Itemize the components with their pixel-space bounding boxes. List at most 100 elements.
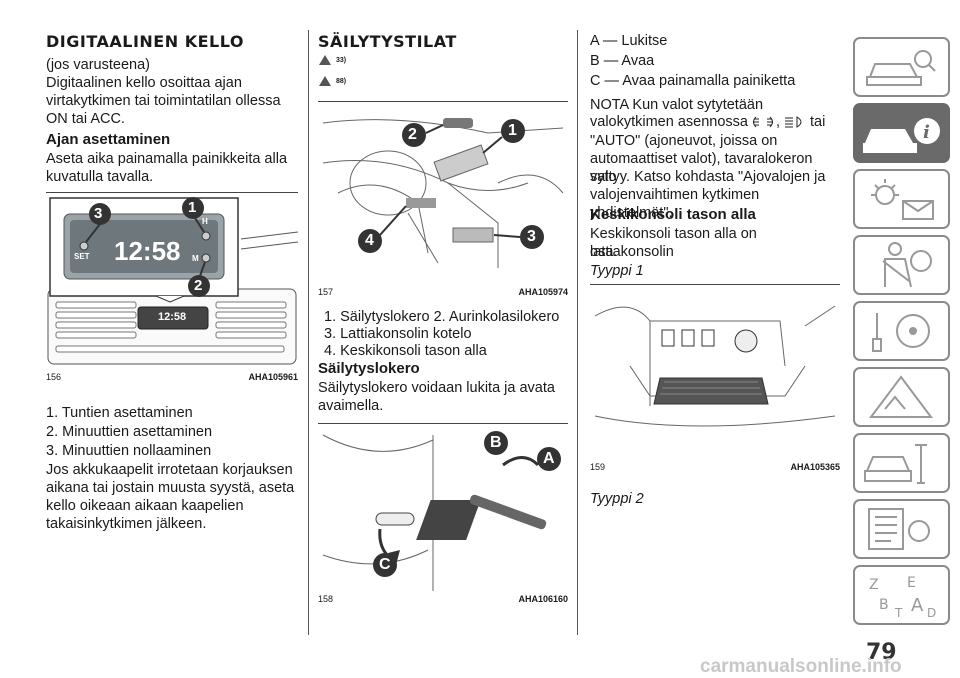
note-text: valokytkimen asennossa (590, 114, 748, 130)
para-line: Säilytyslokero voidaan lukita ja avata (318, 380, 555, 396)
specs-list-icon (868, 508, 930, 550)
warning-triangle-icon (869, 375, 933, 418)
tab-dashboard-lights[interactable] (853, 169, 950, 229)
figure-156: 12:58 12:58 SET H M 3 1 2 156 AHA105961 (46, 192, 298, 382)
car-service-icon (864, 444, 927, 484)
clock-display-small: 12:58 (158, 311, 187, 323)
para-line: avaimella. (318, 398, 384, 414)
para-optional: (jos varusteena) (46, 57, 150, 73)
list-item: 3. Minuuttien nollaaminen (46, 443, 212, 459)
para-line: Jos akkukaapelit irrotetaan korjauksen (46, 462, 293, 478)
svg-text:T: T (894, 606, 903, 620)
warning-ref-number: 33) (336, 56, 347, 64)
figure-caption: 156 AHA105961 (46, 372, 298, 382)
hour-button-label: H (202, 217, 208, 226)
figure-number: 156 (46, 372, 62, 382)
note-line: syttyy. Katso kohdasta "Ajovalojen ja (590, 169, 826, 185)
svg-text:i: i (923, 122, 930, 143)
svg-text:B: B (879, 597, 889, 613)
clock-illustration (47, 197, 298, 365)
warning-ref-2: 88) (318, 75, 346, 87)
callout-1: 1 (508, 122, 517, 139)
set-button-label: SET (74, 252, 90, 261)
tab-seatbelt-airbag[interactable] (853, 235, 950, 295)
type-label: Tyyppi 1 (590, 263, 644, 279)
list-item: 1. Tuntien asettaminen (46, 405, 193, 421)
callout-4: 4 (365, 232, 374, 249)
legend-line: B — Avaa (590, 53, 655, 69)
steering-key-icon (872, 313, 930, 352)
para-line: kello oikeaan aikaan kaapelien (46, 498, 244, 514)
figure-rule-top (318, 423, 568, 424)
tab-steering-key[interactable] (853, 301, 950, 361)
figure-159: 159 AHA105365 (590, 284, 840, 472)
figure-158: B A C 158 AHA106160 (318, 423, 568, 604)
figure-caption: 157 AHA105974 (318, 287, 568, 297)
dashboard-lights-icon (871, 179, 934, 220)
section-title-storage: SÄILYTYSTILAT (318, 32, 457, 51)
car-info-icon: i (863, 118, 940, 153)
para-line: takaisinkytkimen jälkeen. (46, 516, 207, 532)
tab-warning[interactable] (853, 367, 950, 427)
callout-2: 2 (194, 277, 203, 294)
figure-number: 157 (318, 287, 334, 297)
para-line: osa. (590, 244, 618, 260)
note-line: valojenvaihtimen kytkimen yhdistelmät". (590, 187, 760, 221)
para-line: Keskikonsoli tason alla on lattiakonsoli… (590, 226, 757, 260)
heading-set-time: Ajan asettaminen (46, 131, 171, 148)
warning-hand-icon (319, 55, 331, 65)
figure-code: AHA105961 (248, 372, 298, 382)
svg-text:D: D (927, 606, 936, 620)
legend-line: 4. Keskikonsoli tason alla (324, 343, 487, 359)
note-text: tai (810, 114, 826, 130)
type-label: Tyyppi 2 (590, 491, 644, 507)
figure-rule-top (590, 284, 840, 285)
legend-line: 3. Lattiakonsolin kotelo (324, 326, 472, 342)
column-divider (577, 30, 578, 635)
para-line: Aseta aika painamalla painikkeita alla (46, 151, 288, 167)
watermark: carmanualsonline.info (700, 656, 902, 677)
note-line: automaattiset valot), tavaralokeron valo (590, 151, 813, 185)
legend-line: C — Avaa painamalla painiketta (590, 73, 796, 89)
warning-ref-1: 33) (318, 54, 346, 66)
note-line-icons: valokytkimen asennossa , tai (590, 114, 825, 130)
label-a: A (543, 450, 555, 467)
headlight-icon (785, 116, 802, 128)
figure-rule-top (46, 192, 298, 193)
list-item: 2. Minuuttien asettaminen (46, 424, 213, 440)
warning-triangle-icon (319, 76, 331, 86)
note-text: , (775, 114, 781, 130)
page-number: 79 (866, 640, 897, 665)
tab-car-service[interactable] (853, 433, 950, 493)
figure-number: 159 (590, 462, 606, 472)
para-line: kuvatulla tavalla. (46, 169, 154, 185)
callout-1: 1 (188, 199, 197, 216)
note-line: "AUTO" (ajoneuvot, joissa on (590, 133, 778, 149)
figure-code: AHA106160 (518, 594, 568, 604)
para-line: Digitaalinen kello osoittaa ajan (46, 75, 242, 91)
svg-text:Z: Z (869, 577, 879, 593)
svg-text:E: E (907, 575, 916, 591)
figure-caption: 158 AHA106160 (318, 594, 568, 604)
locker-key-illustration (322, 431, 561, 591)
callout-3: 3 (94, 205, 103, 222)
figure-code: AHA105974 (518, 287, 568, 297)
section-title-digital-clock: DIGITAALINEN KELLO (46, 32, 244, 51)
clock-display-large: 12:58 (114, 236, 181, 266)
tab-specs[interactable] (853, 499, 950, 559)
para-line: virtakytkimen tai toimintatilan ollessa (46, 93, 281, 109)
column-divider (308, 30, 309, 635)
tab-car-search[interactable] (853, 37, 950, 97)
storage-illustration (322, 118, 564, 268)
console-illustration (594, 305, 836, 427)
tab-car-info[interactable]: i (853, 103, 950, 163)
para-line: aikana tai jostain muusta syystä, aseta (46, 480, 295, 496)
para-line: ON tai ACC. (46, 111, 125, 127)
callout-3: 3 (527, 228, 536, 245)
warning-ref-number: 88) (336, 77, 347, 85)
figure-number: 158 (318, 594, 334, 604)
legend-line: 1. Säilytyslokero 2. Aurinkolasilokero (324, 309, 560, 325)
